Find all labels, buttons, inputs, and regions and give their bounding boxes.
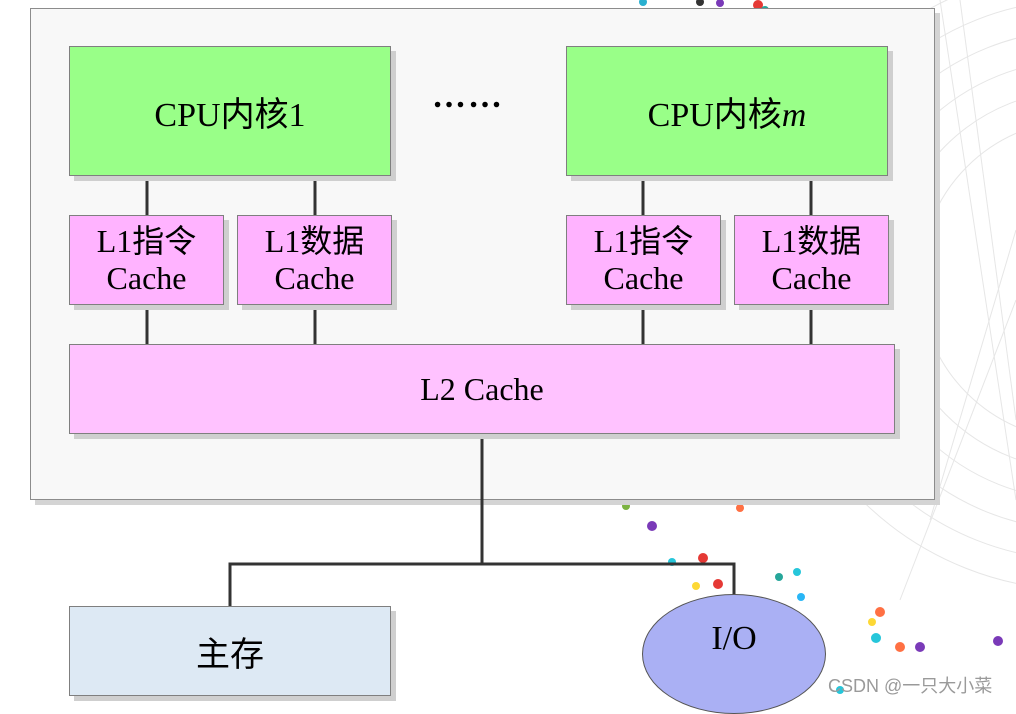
main-memory: 主存: [69, 606, 391, 696]
l1-cache-subtitle: Cache: [771, 260, 852, 296]
l1-cache-subtitle: Cache: [603, 260, 684, 296]
cpu-core-1: CPU内核1: [69, 46, 391, 176]
io-label: I/O: [711, 620, 757, 657]
cpu-core-m: CPU内核m: [566, 46, 888, 176]
l2-cache: L2 Cache: [69, 344, 895, 434]
l2-cache-label: L2 Cache: [420, 370, 544, 407]
l1-cache-subtitle: Cache: [106, 260, 187, 296]
l1-cache-title: L1数据: [761, 223, 862, 260]
main-memory-label: 主存: [196, 636, 264, 674]
ellipsis: ……: [432, 78, 504, 115]
l1-data-cache-core-1: L1数据 Cache: [237, 215, 392, 305]
l1-cache-title: L1指令: [96, 223, 197, 260]
watermark: CSDN @一只大小菜: [828, 676, 993, 696]
cpu-core-1-label: CPU内核1: [154, 96, 306, 134]
l1-cache-title: L1指令: [593, 223, 694, 260]
l1-data-cache-core-m: L1数据 Cache: [734, 215, 889, 305]
l1-instruction-cache-core-1: L1指令 Cache: [69, 215, 224, 305]
l1-instruction-cache-core-m: L1指令 Cache: [566, 215, 721, 305]
cpu-core-m-label: CPU内核m: [647, 96, 807, 134]
l1-cache-title: L1数据: [264, 223, 365, 260]
io-device: I/O: [642, 594, 826, 714]
l1-cache-subtitle: Cache: [274, 260, 355, 296]
